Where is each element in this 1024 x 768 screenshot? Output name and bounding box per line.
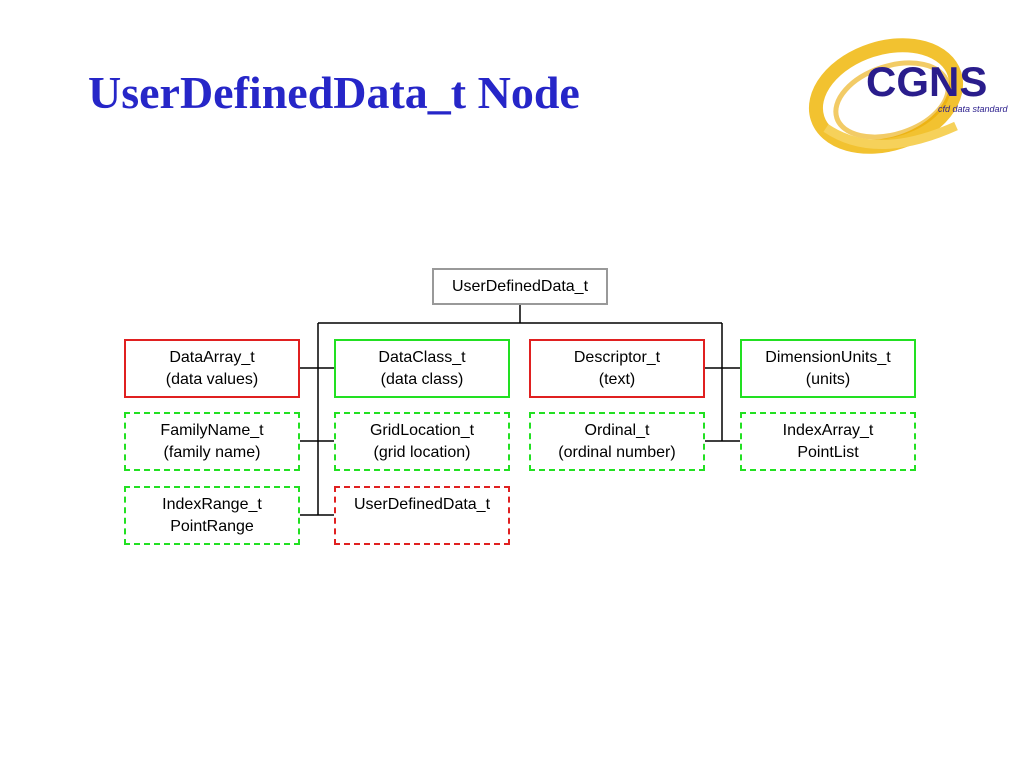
node-dataarray: DataArray_t (data values) — [124, 339, 300, 398]
cgns-logo: CGNS cfd data standard — [808, 38, 1009, 154]
node-userdefineddata-child: UserDefinedData_t — [334, 486, 510, 545]
node-sublabel: (text) — [598, 370, 636, 388]
node-label: FamilyName_t — [160, 421, 264, 439]
node-sublabel: (grid location) — [373, 443, 471, 461]
node-sublabel: (data class) — [380, 370, 464, 388]
node-label: UserDefinedData_t — [451, 277, 589, 295]
node-sublabel: PointList — [797, 443, 859, 461]
node-label: Ordinal_t — [584, 421, 650, 439]
node-descriptor: Descriptor_t (text) — [529, 339, 705, 398]
node-familyname: FamilyName_t (family name) — [124, 412, 300, 471]
node-label: GridLocation_t — [369, 421, 475, 439]
node-sublabel: PointRange — [170, 517, 254, 535]
node-gridlocation: GridLocation_t (grid location) — [334, 412, 510, 471]
node-label: UserDefinedData_t — [353, 496, 491, 513]
logo-tagline: cfd data standard — [938, 104, 1009, 114]
node-label: DataArray_t — [169, 348, 255, 366]
slide-title: UserDefinedData_t Node — [88, 67, 580, 118]
node-label: IndexArray_t — [782, 421, 874, 439]
node-dimensionunits: DimensionUnits_t (units) — [740, 339, 916, 398]
node-dataclass: DataClass_t (data class) — [334, 339, 510, 398]
node-indexrange: IndexRange_t PointRange — [124, 486, 300, 545]
node-label: Descriptor_t — [573, 348, 661, 366]
node-label: IndexRange_t — [162, 495, 262, 513]
logo-text: CGNS — [866, 58, 987, 105]
node-label: DimensionUnits_t — [765, 348, 891, 366]
node-sublabel: (family name) — [163, 443, 261, 461]
node-label: DataClass_t — [378, 348, 466, 366]
node-sublabel: (ordinal number) — [558, 443, 676, 461]
node-indexarray: IndexArray_t PointList — [740, 412, 916, 471]
node-sublabel: (data values) — [165, 370, 259, 388]
node-sublabel: (units) — [805, 370, 851, 388]
node-userdefineddata-root: UserDefinedData_t — [432, 268, 608, 305]
node-ordinal: Ordinal_t (ordinal number) — [529, 412, 705, 471]
